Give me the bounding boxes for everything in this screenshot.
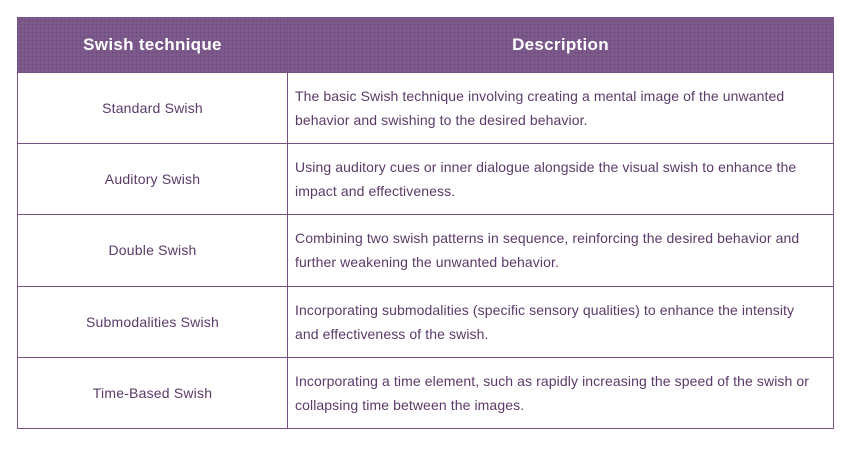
- description-cell: Combining two swish patterns in sequence…: [287, 214, 834, 287]
- technique-cell: Submodalities Swish: [17, 285, 288, 358]
- table-row: Auditory Swish Using auditory cues or in…: [17, 143, 834, 216]
- table-row: Standard Swish The basic Swish technique…: [17, 71, 834, 145]
- table-row: Submodalities Swish Incorporating submod…: [17, 285, 834, 358]
- column-header-description: Description: [287, 17, 834, 73]
- column-header-technique: Swish technique: [17, 17, 288, 73]
- description-cell: Incorporating a time element, such as ra…: [287, 356, 834, 430]
- description-cell: Incorporating submodalities (specific se…: [287, 285, 834, 358]
- technique-cell: Standard Swish: [17, 71, 288, 145]
- technique-cell: Double Swish: [17, 214, 288, 287]
- description-cell: The basic Swish technique involving crea…: [287, 71, 834, 145]
- technique-cell: Auditory Swish: [17, 143, 288, 216]
- table-row: Time-Based Swish Incorporating a time el…: [17, 356, 834, 430]
- table-body: Standard Swish The basic Swish technique…: [17, 71, 834, 430]
- table-row: Double Swish Combining two swish pattern…: [17, 214, 834, 287]
- header-row: Swish technique Description: [17, 17, 834, 73]
- description-cell: Using auditory cues or inner dialogue al…: [287, 143, 834, 216]
- table-header: Swish technique Description: [17, 17, 834, 73]
- technique-cell: Time-Based Swish: [17, 356, 288, 430]
- swish-technique-table: Swish technique Description Standard Swi…: [17, 17, 834, 430]
